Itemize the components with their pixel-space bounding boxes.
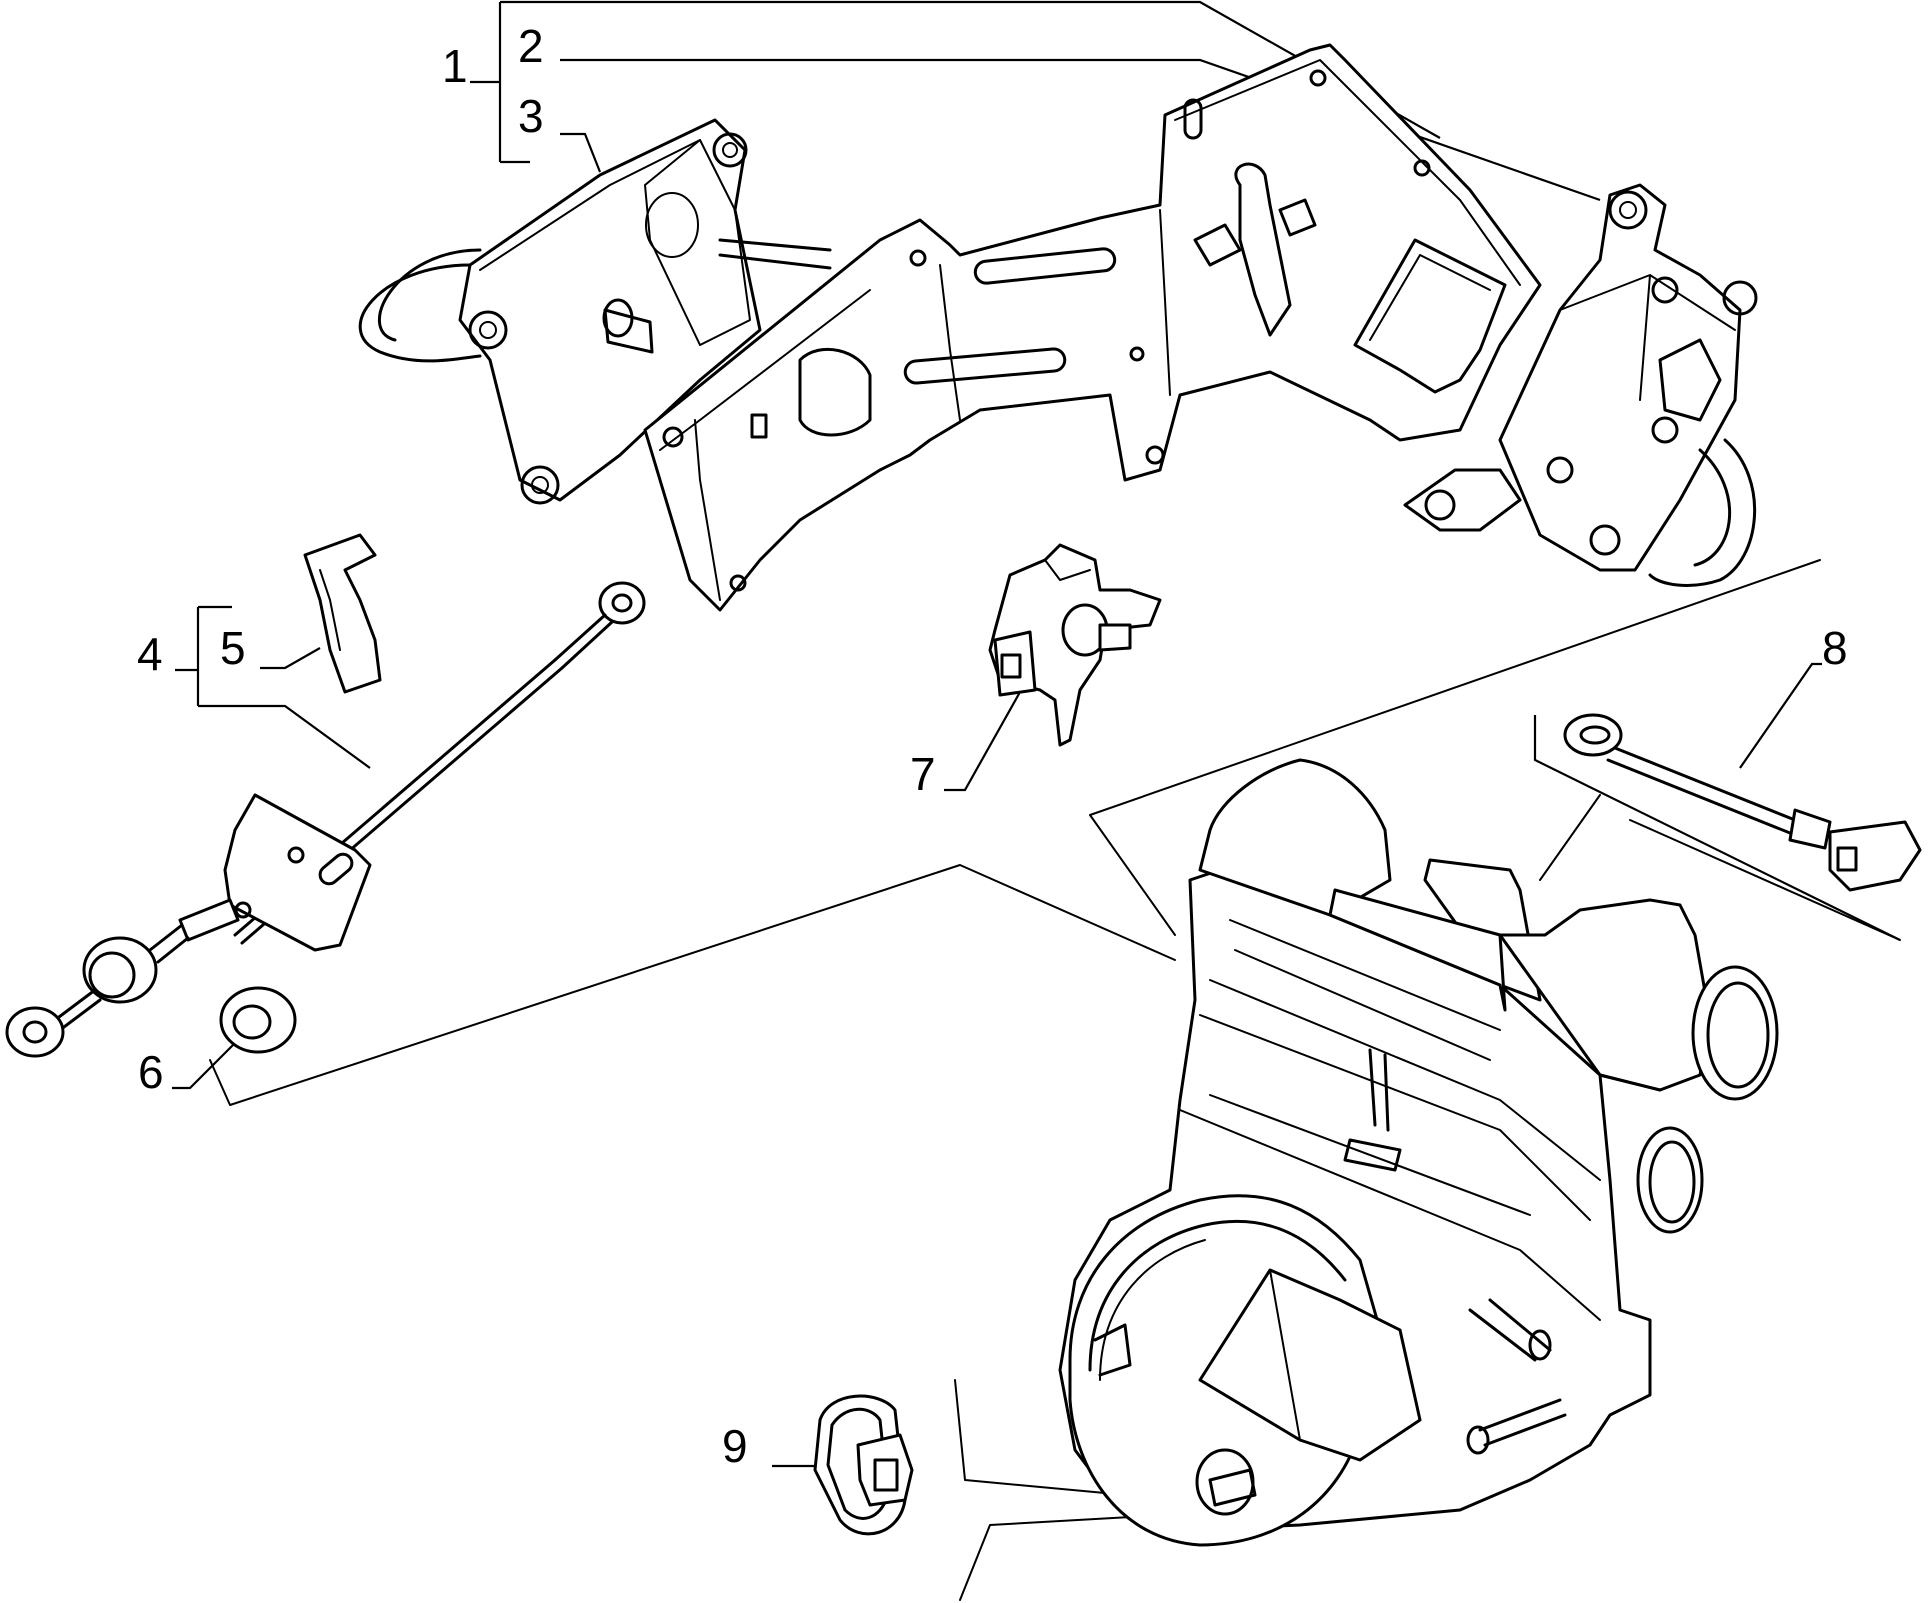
- callout-8: 8: [1822, 622, 1848, 674]
- part-8-temperature-sensor: [1563, 713, 1922, 892]
- heater-unit-assembly: [1058, 758, 1779, 1547]
- part-6-grommet: [219, 986, 297, 1054]
- part-5-clip: [303, 533, 382, 694]
- callout-4: 4: [137, 628, 163, 680]
- callout-6: 6: [138, 1046, 164, 1098]
- callout-9: 9: [722, 1420, 748, 1472]
- callout-2: 2: [518, 20, 544, 72]
- part-9-blower-resistor: [813, 1394, 914, 1536]
- part-3-left-actuator: [358, 118, 832, 505]
- callout-1: 1: [442, 40, 468, 92]
- part-2-mounting-plate: [643, 43, 1542, 612]
- part-7-valve-switch: [988, 543, 1162, 747]
- part-1-right-actuator: [1403, 183, 1758, 587]
- callout-5: 5: [220, 622, 246, 674]
- callout-3: 3: [518, 90, 544, 142]
- callout-labels: 1 2 3 4 5 6 7 8 9: [137, 20, 1848, 1472]
- part-4-control-cable: [5, 581, 646, 1058]
- callout-7: 7: [910, 748, 936, 800]
- leader-lines: [172, 0, 1901, 1468]
